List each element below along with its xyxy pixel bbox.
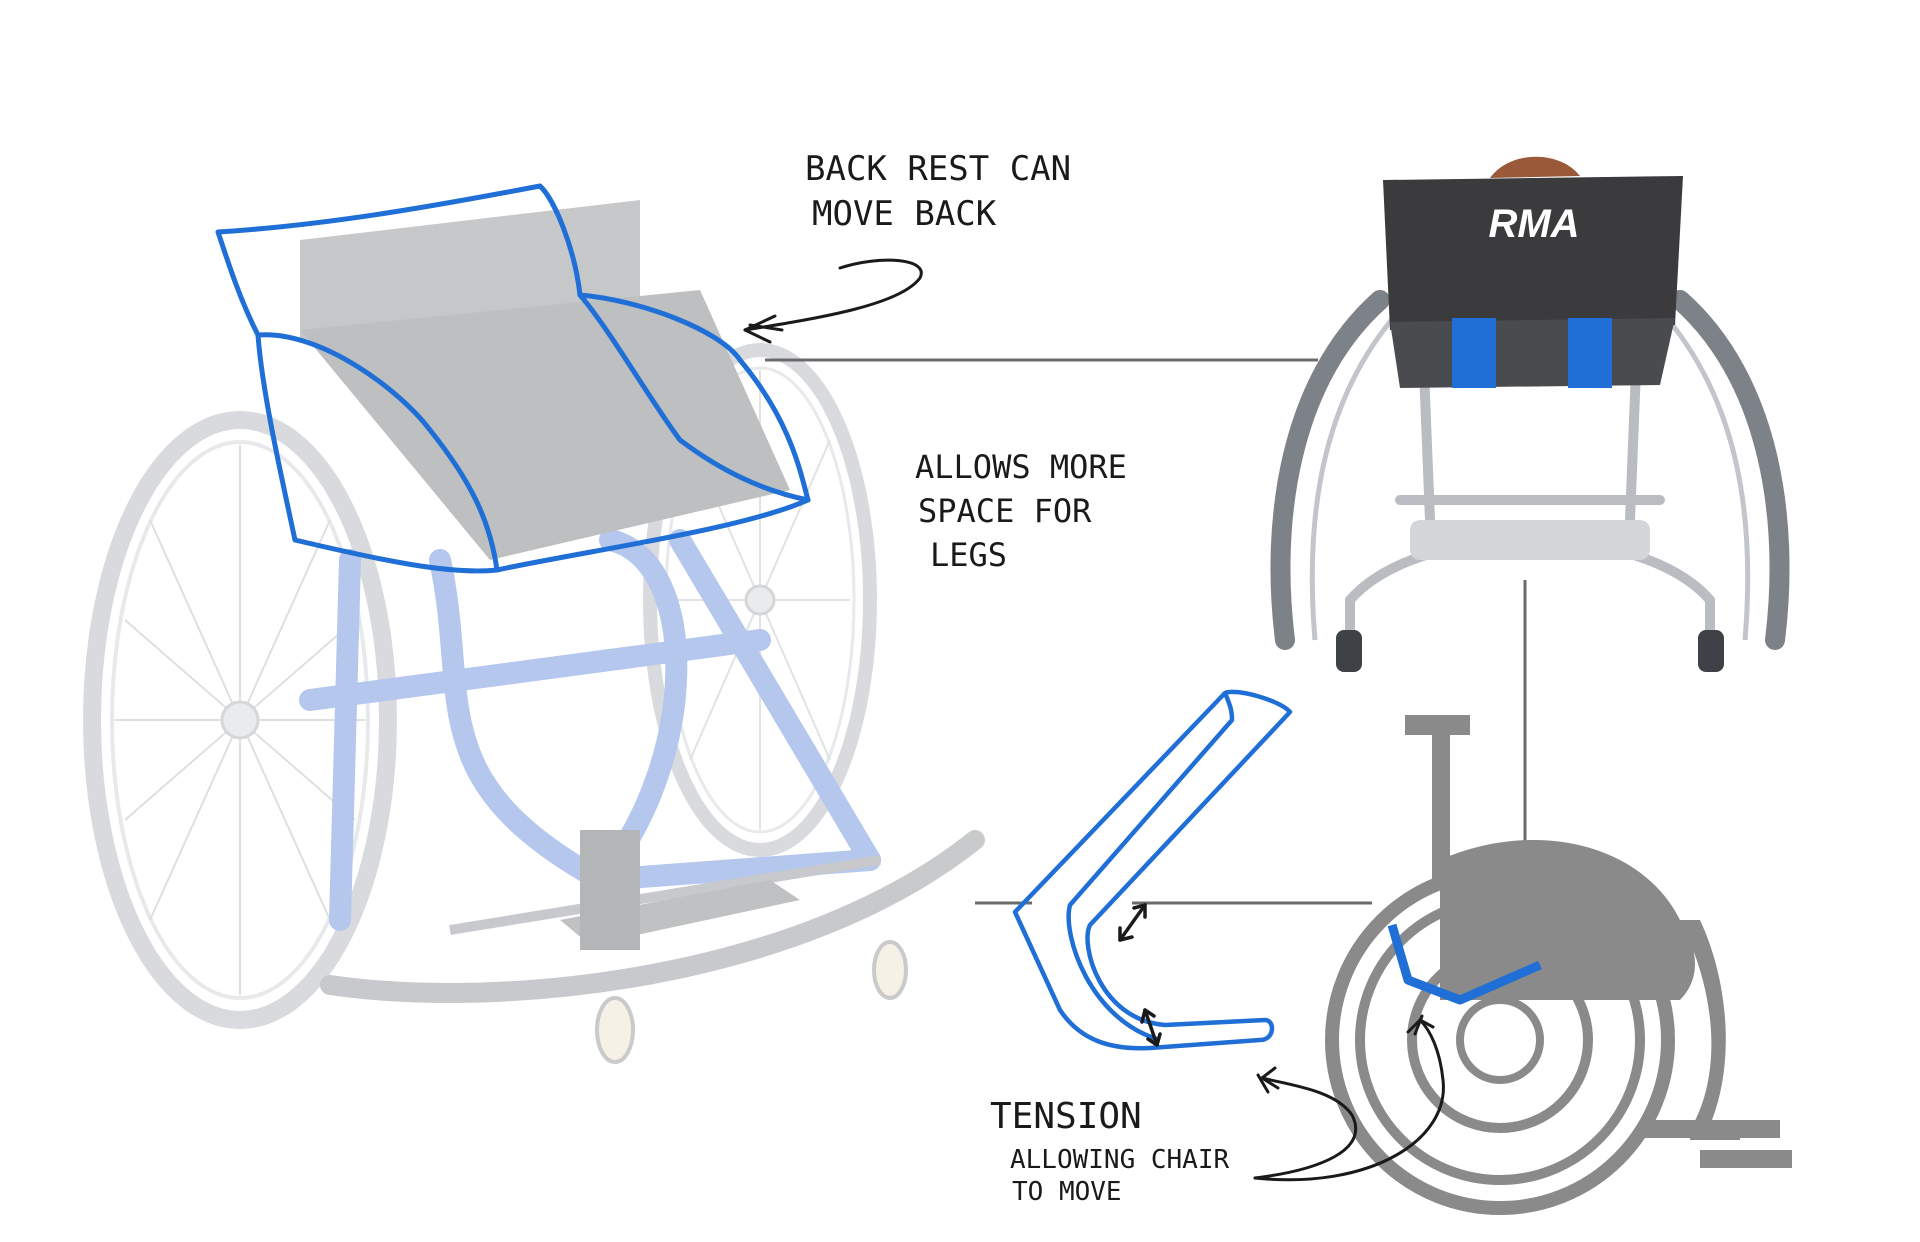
- annotation-tension-line-1: TENSION: [990, 1096, 1142, 1137]
- annotation-tension: TENSION ALLOWING CHAIR TO MOVE: [990, 1096, 1229, 1207]
- rma-wheelchair-rear-photo: RMA: [1280, 157, 1779, 672]
- annotation-backrest-line-2: MOVE BACK: [812, 194, 997, 234]
- arrow-to-backrest: [745, 260, 921, 342]
- annotation-backrest-line-1: BACK REST CAN: [805, 149, 1071, 189]
- annotation-tension-line-3: TO MOVE: [1012, 1177, 1122, 1207]
- wheelchair-silhouette: [1332, 715, 1792, 1208]
- annotation-legs-line-1: ALLOWS MORE: [915, 448, 1127, 486]
- rma-logo: RMA: [1488, 202, 1579, 246]
- annotation-legs-line-3: LEGS: [930, 536, 1007, 574]
- annotation-backrest: BACK REST CAN MOVE BACK: [805, 149, 1071, 234]
- annotation-legs-line-2: SPACE FOR: [918, 492, 1092, 530]
- annotation-legs: ALLOWS MORE SPACE FOR LEGS: [915, 448, 1127, 574]
- sport-wheelchair-photo: [92, 200, 975, 1062]
- blue-strap-right: [1568, 318, 1612, 388]
- annotation-tension-line-2: ALLOWING CHAIR: [1010, 1145, 1229, 1175]
- tension-plate-sketch: [1015, 692, 1290, 1048]
- blue-strap-left: [1452, 318, 1496, 388]
